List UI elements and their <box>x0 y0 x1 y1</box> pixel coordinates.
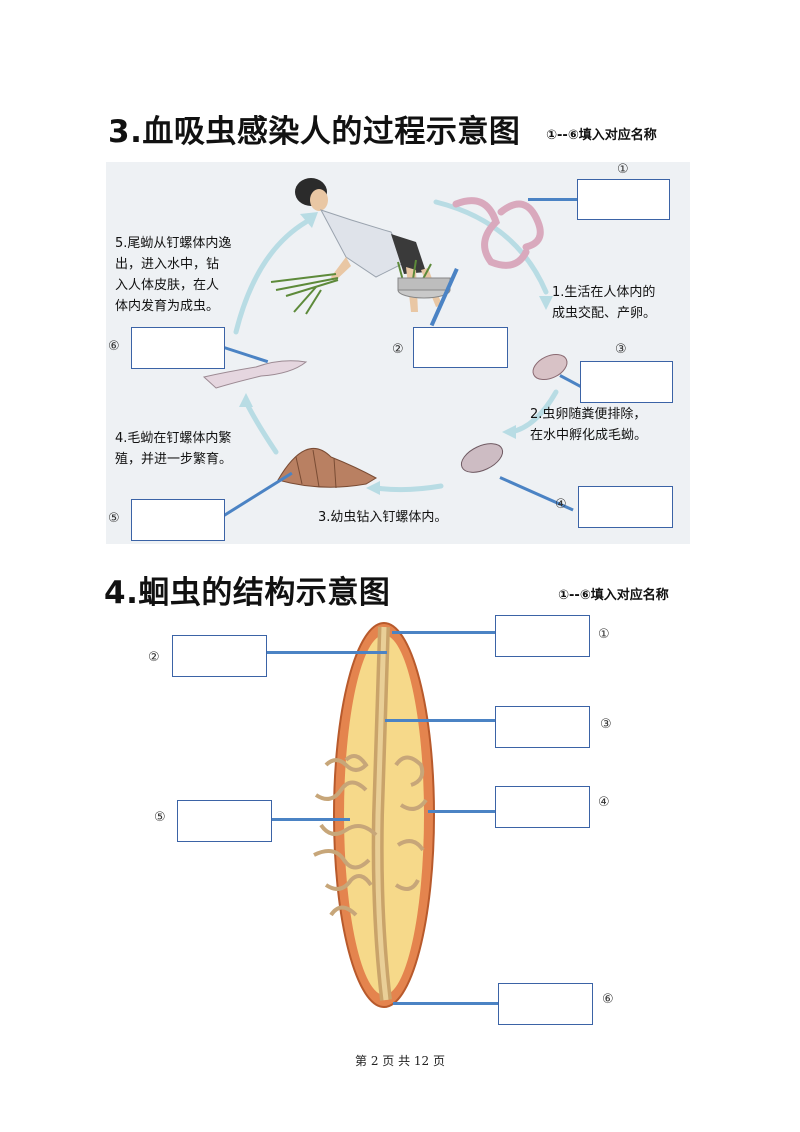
leader-line-s4-1 <box>392 631 496 634</box>
marker-s3-6: ⑥ <box>108 339 120 354</box>
leader-line-s4-3 <box>385 719 496 722</box>
marker-s3-5: ⑤ <box>108 511 120 526</box>
answer-box-s3-6[interactable] <box>131 327 225 369</box>
leader-line-s4-2 <box>265 651 387 654</box>
cercaria <box>202 360 308 389</box>
marker-s3-2: ② <box>392 342 404 357</box>
section3-instruction: ①--⑥填入对应名称 <box>546 128 657 143</box>
answer-box-s3-1[interactable] <box>577 179 670 220</box>
answer-box-s4-4[interactable] <box>495 786 590 828</box>
step3-text: 3.幼虫钻入钉螺体内。 <box>318 510 448 525</box>
step5-text: 5.尾蚴从钉螺体内逸 出，进入水中，钻 入人体皮肤，在人 体内发育为成虫。 <box>115 236 232 314</box>
step1-text: 1.生活在人体内的 成虫交配、产卵。 <box>552 285 657 321</box>
answer-box-s3-2[interactable] <box>413 327 508 368</box>
marker-s4-6: ⑥ <box>602 992 614 1007</box>
marker-s3-4: ④ <box>555 497 567 512</box>
cycle-arrow-3 <box>373 483 444 493</box>
leader-line-s4-6 <box>393 1002 498 1005</box>
arrowhead-1 <box>539 296 553 310</box>
page-number: 第 2 页 共 12 页 <box>355 1054 445 1068</box>
snail <box>277 447 378 488</box>
marker-s4-1: ① <box>598 627 610 642</box>
step2-text: 2.虫卵随粪便排除， 在水中孵化成毛蚴。 <box>530 407 648 443</box>
roundworm-illustration <box>313 622 435 1008</box>
marker-s4-3: ③ <box>600 717 612 732</box>
arrowhead-2 <box>502 425 516 439</box>
cycle-arrow-4 <box>243 399 279 455</box>
leader-line-s3-1 <box>528 198 578 201</box>
answer-box-s4-3[interactable] <box>495 706 590 748</box>
answer-box-s4-5[interactable] <box>177 800 272 842</box>
section4-title: 4.蛔虫的结构示意图 <box>104 575 391 611</box>
answer-box-s4-1[interactable] <box>495 615 590 657</box>
worm-reproductive-organs <box>313 754 428 917</box>
adult-worms <box>452 197 544 269</box>
marker-s4-4: ④ <box>598 795 610 810</box>
arrowhead-3 <box>366 481 380 495</box>
answer-box-s4-6[interactable] <box>498 983 593 1025</box>
answer-box-s3-3[interactable] <box>580 361 673 403</box>
marker-s3-3: ③ <box>615 342 627 357</box>
marker-s3-1: ① <box>617 162 629 177</box>
leader-line-s4-5 <box>270 818 350 821</box>
miracidium <box>460 443 504 473</box>
step4-text: 4.毛蚴在钉螺体内繁 殖，并进一步繁育。 <box>115 431 233 467</box>
arrowhead-4 <box>239 393 253 407</box>
egg <box>532 353 568 381</box>
answer-box-s3-4[interactable] <box>578 486 673 528</box>
section3-title: 3.血吸虫感染人的过程示意图 <box>108 114 521 150</box>
cycle-arrow-5 <box>233 219 309 335</box>
leader-line-s4-4 <box>428 810 496 813</box>
marker-s4-2: ② <box>148 650 160 665</box>
cycle-arrow-1 <box>433 199 549 295</box>
answer-box-s4-2[interactable] <box>172 635 267 677</box>
arrowhead-5 <box>300 212 318 228</box>
lifecycle-illustration <box>202 178 568 495</box>
section4-instruction: ①--⑥填入对应名称 <box>558 588 669 603</box>
answer-box-s3-5[interactable] <box>131 499 225 541</box>
marker-s4-5: ⑤ <box>154 810 166 825</box>
